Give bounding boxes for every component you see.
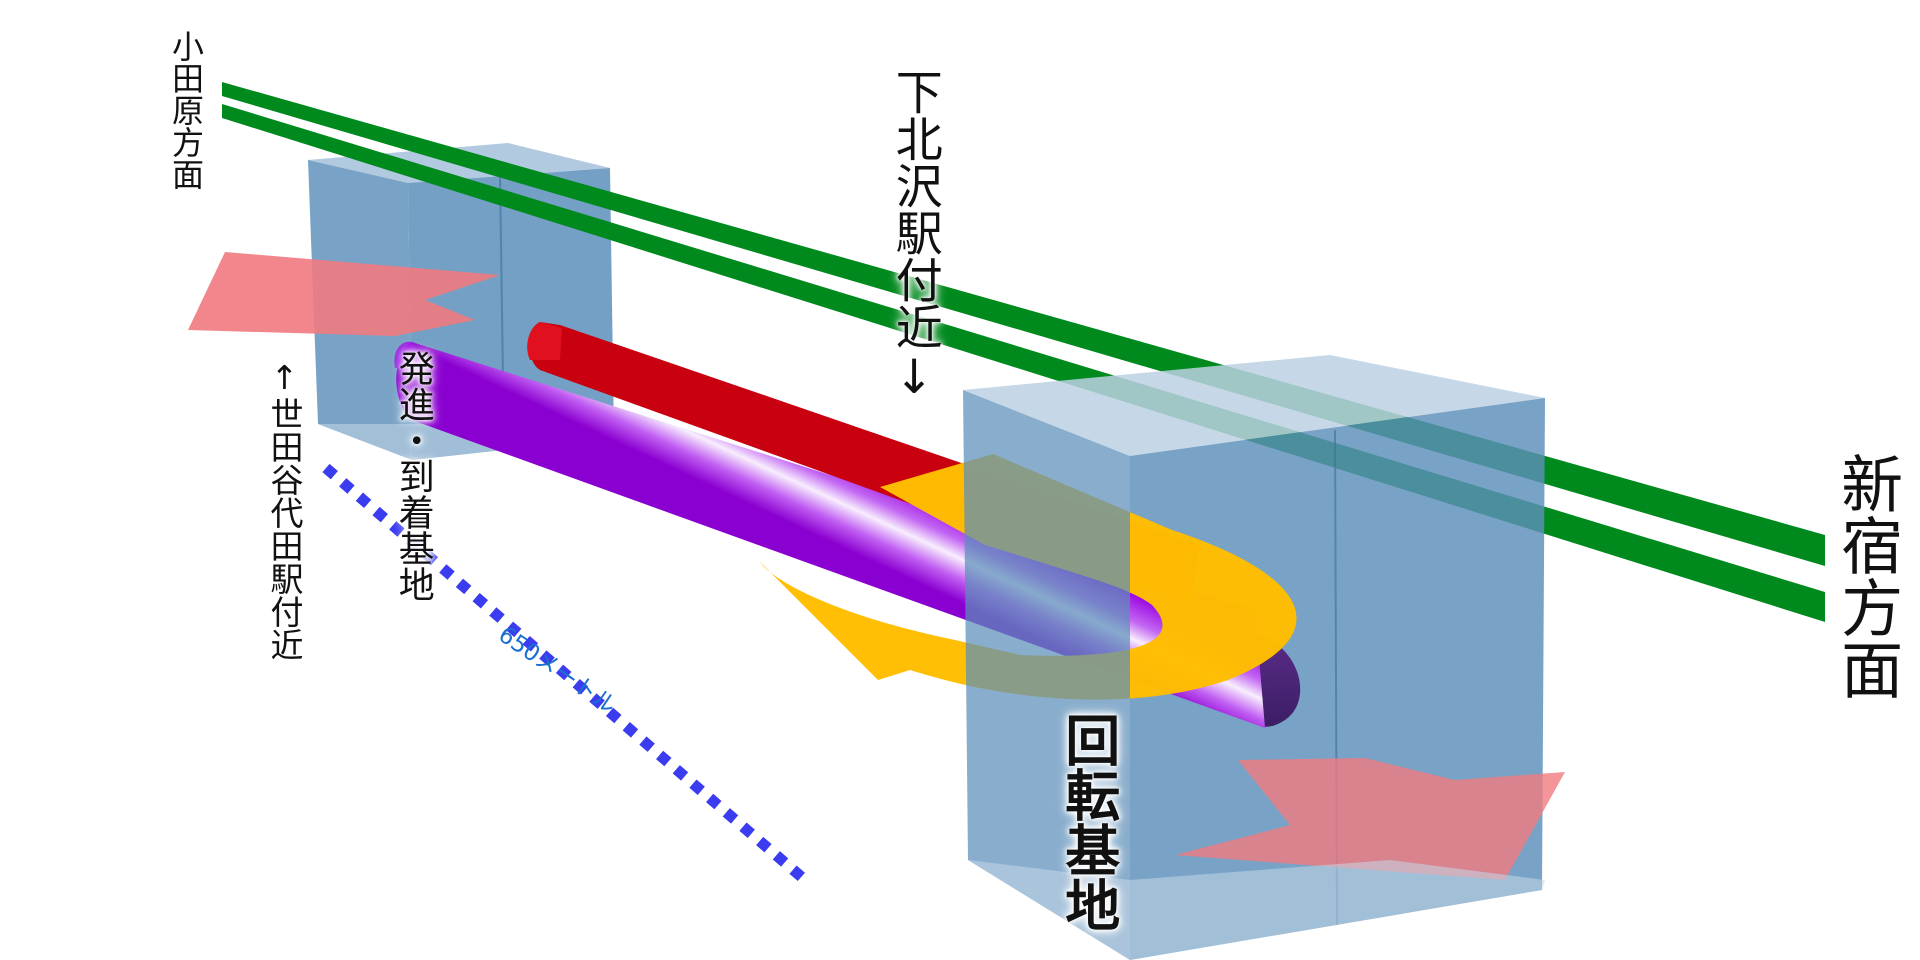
label-odawara-direction: 小田原方面 xyxy=(167,30,205,190)
u-turn-arrow xyxy=(760,454,1297,700)
flow-arrow-right xyxy=(1175,758,1565,880)
label-setagaya-daita-station: ↑世田谷代田駅付近 xyxy=(265,358,304,661)
flow-arrow-left xyxy=(188,252,500,336)
rotation-shaft-bottom-face xyxy=(968,860,1545,960)
label-rotation-base: 回転基地 xyxy=(1055,712,1120,932)
rotation-shaft xyxy=(963,390,1545,960)
rotation-shaft-top-face xyxy=(963,355,1545,456)
rotation-shaft-front-face xyxy=(963,390,1130,960)
label-departure-base: 発進・到着基地 xyxy=(392,350,434,602)
flow-arrows xyxy=(188,252,1565,880)
label-shinjuku-direction: 新宿方面 xyxy=(1830,452,1904,700)
label-shimokitazawa-station: 下北沢駅付近↓ xyxy=(886,68,942,405)
distance-marker-line xyxy=(322,463,809,885)
